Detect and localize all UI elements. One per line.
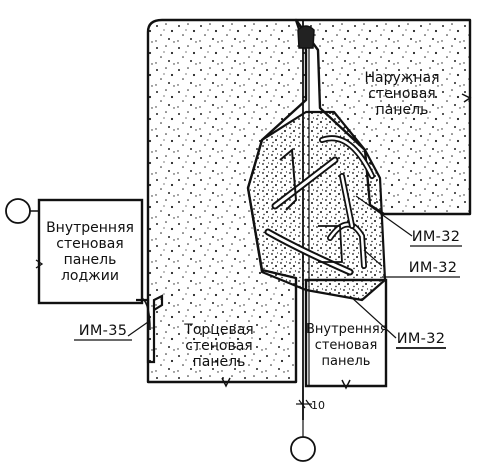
loggia-wall-panel: [37, 198, 144, 305]
leader-im35: [127, 321, 149, 337]
break-mark-bottom-right: [341, 379, 351, 390]
loggia-anchor-weld: [141, 297, 151, 331]
loggia-panel-label-line2: стеновая: [56, 236, 124, 252]
sealant-plug: [297, 25, 315, 49]
outer-panel-label-line3: панель: [375, 102, 429, 118]
dimension-line: [296, 386, 313, 437]
leader-im32-bottom: [349, 295, 397, 339]
tie-4-inner: [320, 137, 374, 178]
inner-panel-label: Внутренняя стеновая панель: [306, 322, 388, 370]
loggia-panel-label: Внутренняя стеновая панель лоджии: [42, 220, 138, 284]
leader-im32-top: [355, 195, 413, 237]
loggia-panel-label-line1: Внутренняя: [46, 220, 134, 236]
inner-panel-label-line3: панель: [321, 354, 371, 369]
loggia-panel-label-line4: лоджии: [60, 268, 119, 284]
mark-im35: ИМ-35: [78, 323, 128, 339]
end-panel-label: Торцевая стеновая панель: [172, 322, 266, 370]
break-mark-bottom: [221, 377, 231, 388]
axis-marker-bottom: [290, 436, 316, 462]
mark-im32-bottom: ИМ-32: [396, 331, 446, 347]
tie-1-inner: [273, 158, 337, 208]
joint-bracket-right: [318, 225, 343, 263]
end-panel-label-line3: панель: [192, 354, 246, 370]
joint-bracket-left: [279, 147, 298, 211]
end-panel-label-line1: Торцевая: [184, 322, 254, 338]
dimension-label: 10: [311, 399, 325, 412]
loggia-panel-label-line3: панель: [63, 252, 117, 268]
outer-panel-label-line1: Наружная: [364, 70, 440, 86]
mark-im32-mid: ИМ-32: [408, 260, 458, 276]
break-mark-loggia: [35, 259, 44, 269]
axis-marker-left: [5, 198, 31, 224]
steel-ties: [264, 135, 375, 276]
inner-panel-label-line2: стеновая: [314, 338, 378, 353]
leader-im32-mid: [363, 249, 383, 267]
tie-5-inner: [340, 174, 354, 228]
mark-im32-top: ИМ-32: [411, 229, 461, 245]
tie-2-inner: [266, 230, 352, 274]
end-panel-label-line2: стеновая: [185, 338, 253, 354]
outer-panel-label: Наружная стеновая панель: [360, 70, 444, 118]
inner-panel-label-line1: Внутренняя: [306, 322, 388, 337]
break-mark-right: [461, 93, 472, 103]
outer-panel-label-line2: стеновая: [368, 86, 436, 102]
